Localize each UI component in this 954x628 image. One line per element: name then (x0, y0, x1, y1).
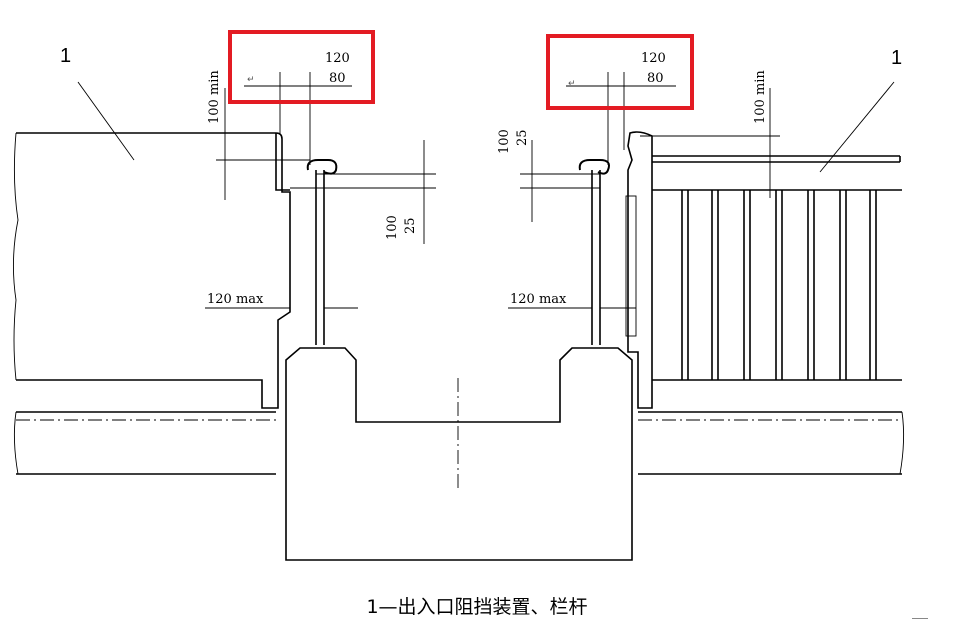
right-balustrade (625, 131, 902, 409)
corner-mark (912, 618, 928, 619)
dim-right-25: 25 (515, 129, 530, 146)
dim-left-120max: 120 max (207, 292, 264, 307)
left-floor (13, 411, 276, 475)
item-label-left: 1 (60, 45, 71, 67)
right-rail (578, 159, 610, 345)
dim-right-top-120: 120 (641, 51, 666, 66)
dim-right-120max: 120 max (510, 292, 567, 307)
dim-left-top-120: 120 (325, 51, 350, 66)
item-label-right: 1 (891, 47, 902, 69)
left-platform (12, 132, 291, 409)
baluster-bars (681, 190, 877, 380)
left-leader-line (77, 81, 135, 161)
dim-left-100min: 100 min (207, 70, 222, 124)
return-mark-right: ↵ (568, 79, 576, 89)
dim-right-100min: 100 min (753, 70, 768, 124)
dim-right-100: 100 (497, 129, 512, 154)
right-leader-line (819, 81, 895, 173)
figure-caption: 1—出入口阻挡装置、栏杆 (366, 596, 588, 618)
highlight-box-right (546, 34, 694, 110)
dim-left-top-80: 80 (329, 71, 346, 86)
dim-left-100: 100 (385, 215, 400, 240)
dim-left-25: 25 (403, 217, 418, 234)
dimension-lines (205, 72, 780, 309)
right-floor (638, 411, 905, 475)
return-mark-left: ↵ (247, 75, 255, 85)
dim-right-top-80: 80 (647, 71, 664, 86)
highlight-box-left (228, 30, 375, 104)
pit-structure (285, 347, 633, 561)
